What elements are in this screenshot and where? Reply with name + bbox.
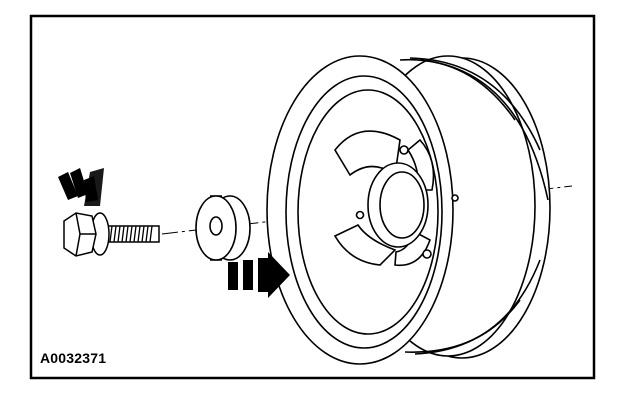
- figure-id-label: A0032371: [40, 350, 107, 366]
- direction-arrow-icon: [58, 168, 104, 206]
- direction-arrow-icon: [228, 252, 290, 298]
- crankshaft-pulley-icon: [266, 55, 551, 365]
- bolt-icon: [63, 212, 160, 257]
- washer-icon: [195, 195, 251, 261]
